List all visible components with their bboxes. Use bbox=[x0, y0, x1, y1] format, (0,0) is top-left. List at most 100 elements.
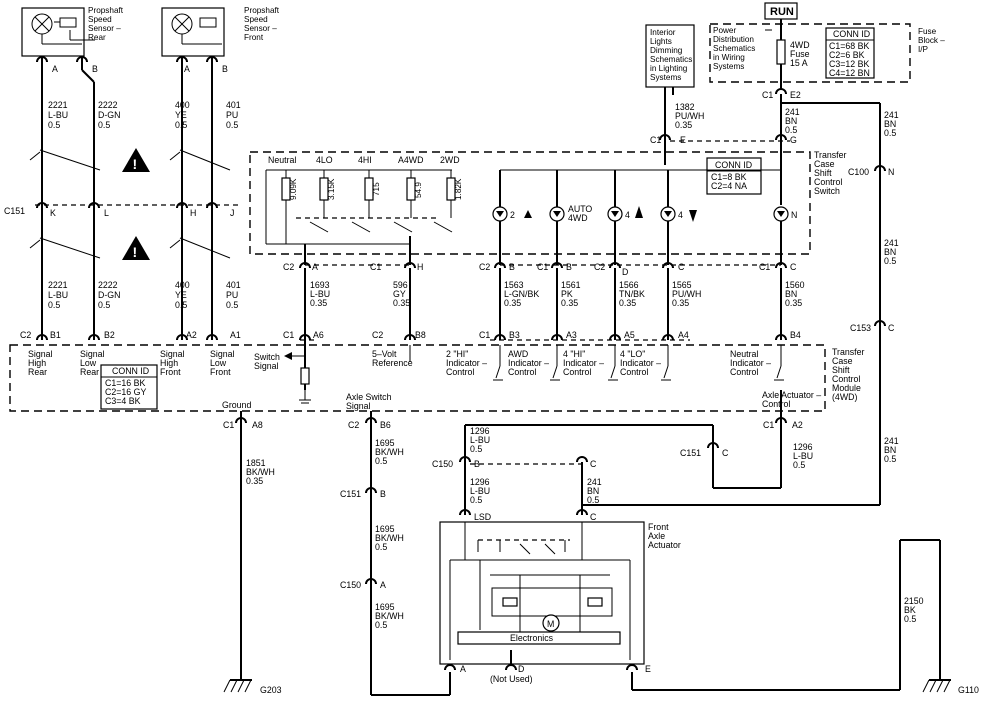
propshaft-sensor-front: Propshaft Speed Sensor – Front bbox=[161, 6, 280, 57]
c151-pin-h: H bbox=[190, 208, 196, 218]
svg-text:C1=16 BK: C1=16 BK bbox=[105, 378, 145, 388]
svg-text:2150: 2150 bbox=[904, 596, 924, 606]
svg-text:0.35: 0.35 bbox=[672, 298, 689, 308]
svg-text:B8: B8 bbox=[415, 330, 426, 340]
c100-label: C100 bbox=[848, 167, 869, 177]
switch-name: Transfer Case Shift Control Switch bbox=[814, 150, 846, 196]
svg-text:A3: A3 bbox=[566, 330, 577, 340]
svg-text:A2: A2 bbox=[792, 420, 803, 430]
svg-text:BK/WH: BK/WH bbox=[375, 447, 404, 457]
svg-text:Signal: Signal bbox=[254, 361, 278, 371]
svg-text:C2: C2 bbox=[479, 262, 490, 272]
svg-text:Module: Module bbox=[832, 383, 861, 393]
wire-2222-circuit-b: 2222 bbox=[98, 280, 118, 290]
shift-control-module-box bbox=[9, 344, 826, 412]
wire-2222-size-b: 0.5 bbox=[98, 300, 110, 310]
wire-401-size-b: 0.5 bbox=[226, 300, 238, 310]
svg-text:Signal: Signal bbox=[210, 349, 234, 359]
svg-text:A4WD: A4WD bbox=[398, 155, 423, 165]
svg-text:715: 715 bbox=[372, 182, 381, 196]
svg-text:L-BU: L-BU bbox=[310, 289, 330, 299]
svg-text:B: B bbox=[509, 262, 515, 272]
svg-text:BN: BN bbox=[587, 486, 599, 496]
svg-text:Low: Low bbox=[210, 358, 227, 368]
wire-241-mid-circuit: 241 bbox=[884, 238, 899, 248]
svg-text:1296: 1296 bbox=[470, 426, 490, 436]
module-conn-id-box: CONN ID C1=16 BK C2=16 GY C3=4 BK bbox=[100, 364, 158, 410]
svg-text:BK/WH: BK/WH bbox=[375, 611, 404, 621]
svg-text:Indicator –: Indicator – bbox=[446, 358, 487, 368]
svg-text:G: G bbox=[790, 135, 797, 145]
svg-text:Control: Control bbox=[508, 367, 536, 377]
svg-text:A8: A8 bbox=[252, 420, 263, 430]
svg-text:1695: 1695 bbox=[375, 438, 395, 448]
wire-1382-circuit: 1382 bbox=[675, 102, 695, 112]
svg-text:TN/BK: TN/BK bbox=[619, 289, 645, 299]
svg-text:LSD: LSD bbox=[474, 512, 491, 522]
module-mid-pins: C1 A6 C2 B8 C1 B3 A3 A5 A4 B4 bbox=[283, 330, 801, 341]
svg-text:C150: C150 bbox=[340, 580, 361, 590]
c151-label: C151 bbox=[4, 206, 25, 216]
wire-2221-color-b: L-BU bbox=[48, 290, 68, 300]
svg-text:Systems: Systems bbox=[650, 73, 681, 82]
ground-circuit: Ground C1 A8 1851 BK/WH 0.35 G203 bbox=[222, 400, 282, 695]
warning-icon: ! bbox=[122, 148, 150, 172]
fuse-block-name: Fuse Block – I/P bbox=[918, 27, 945, 54]
wire-241-mid-size: 0.5 bbox=[884, 256, 896, 266]
svg-text:C2: C2 bbox=[594, 262, 605, 272]
svg-text:Distribution: Distribution bbox=[713, 35, 754, 44]
svg-text:L-BU: L-BU bbox=[470, 435, 490, 445]
svg-text:Control: Control bbox=[762, 399, 790, 409]
svg-text:1565: 1565 bbox=[672, 280, 692, 290]
connector-c150-top: C150 B C 1296 L-BU 0.5 241 BN 0.5 bbox=[432, 456, 602, 515]
resistor-values: 9.09K 3.15K 715 54.9 1.82K bbox=[289, 178, 463, 200]
svg-text:GY: GY bbox=[393, 289, 406, 299]
svg-text:!: ! bbox=[133, 156, 138, 172]
svg-text:C4=12 BN: C4=12 BN bbox=[829, 68, 870, 78]
svg-text:in Lighting: in Lighting bbox=[650, 64, 688, 73]
svg-text:C1: C1 bbox=[650, 135, 661, 145]
svg-text:I/P: I/P bbox=[918, 45, 929, 54]
svg-text:RUN: RUN bbox=[770, 6, 794, 18]
svg-text:A6: A6 bbox=[313, 330, 324, 340]
svg-text:596: 596 bbox=[393, 280, 408, 290]
svg-text:0.35: 0.35 bbox=[246, 476, 263, 486]
wire-241-far-color: BN bbox=[884, 445, 896, 455]
c151-pin-l: L bbox=[104, 208, 109, 218]
svg-text:C2=4 NA: C2=4 NA bbox=[711, 181, 747, 191]
svg-text:BK/WH: BK/WH bbox=[375, 533, 404, 543]
svg-text:1296: 1296 bbox=[470, 477, 490, 487]
svg-text:BK/WH: BK/WH bbox=[246, 467, 275, 477]
wire-400-color-b: YE bbox=[175, 290, 187, 300]
svg-text:Indicator –: Indicator – bbox=[563, 358, 604, 368]
module-signal-labels: Signal High Rear Signal Low Rear Signal … bbox=[28, 349, 234, 377]
twisted-pair-marks bbox=[29, 149, 231, 259]
svg-text:4: 4 bbox=[678, 210, 683, 220]
svg-text:1695: 1695 bbox=[375, 524, 395, 534]
svg-text:AWD: AWD bbox=[508, 349, 528, 359]
svg-text:1296: 1296 bbox=[793, 442, 813, 452]
svg-text:Electronics: Electronics bbox=[510, 633, 554, 643]
wire-241r-size: 0.5 bbox=[884, 128, 896, 138]
sensor-rear-label-2: Speed bbox=[88, 15, 112, 24]
wire-401-circuit-b: 401 bbox=[226, 280, 241, 290]
sensor-front-label-4: Front bbox=[244, 33, 264, 42]
svg-text:C: C bbox=[790, 262, 797, 272]
svg-text:High: High bbox=[28, 358, 46, 368]
svg-text:Switch: Switch bbox=[254, 352, 280, 362]
ground-g110: 2150 BK 0.5 G110 bbox=[631, 539, 979, 695]
svg-text:1561: 1561 bbox=[561, 280, 581, 290]
svg-text:C1: C1 bbox=[479, 330, 490, 340]
svg-text:4 "HI": 4 "HI" bbox=[563, 349, 585, 359]
svg-text:Power: Power bbox=[713, 26, 736, 35]
svg-text:B4: B4 bbox=[790, 330, 801, 340]
svg-text:C1: C1 bbox=[370, 262, 381, 272]
svg-text:BN: BN bbox=[785, 289, 797, 299]
svg-text:C2=16 GY: C2=16 GY bbox=[105, 387, 146, 397]
module-c2-pins: C2 B1 B2 A2 A1 bbox=[20, 330, 241, 341]
fuse-pin-c1: C1 bbox=[762, 90, 773, 100]
svg-text:PK: PK bbox=[561, 289, 573, 299]
svg-text:5–Volt: 5–Volt bbox=[372, 349, 397, 359]
module-pin-a1: A1 bbox=[230, 330, 241, 340]
